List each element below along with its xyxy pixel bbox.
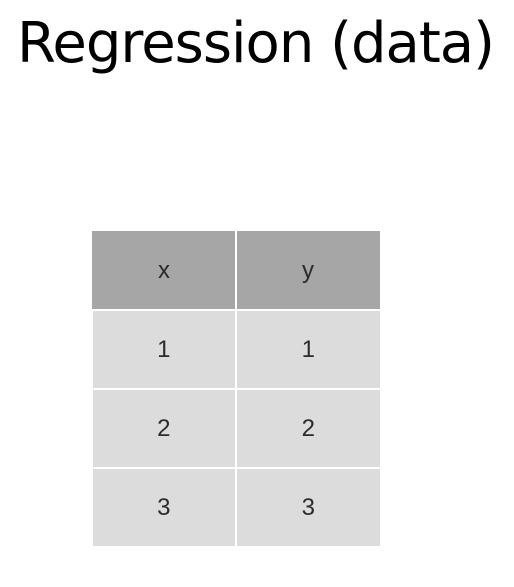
table-row: 2 2 bbox=[92, 388, 380, 468]
table-cell-x: 3 bbox=[92, 467, 237, 546]
slide-title: Regression (data) bbox=[17, 11, 495, 76]
table-row: 1 1 bbox=[92, 309, 380, 389]
table-row: 3 3 bbox=[92, 467, 380, 546]
table-header: x y bbox=[92, 231, 380, 311]
table-cell-x: 2 bbox=[92, 388, 237, 468]
table-cell-y: 2 bbox=[236, 388, 380, 468]
table-cell-y: 3 bbox=[236, 467, 380, 546]
table-cell-y: 1 bbox=[236, 309, 380, 389]
table-body: 1 1 2 2 3 3 bbox=[92, 309, 380, 546]
table-cell-x: 1 bbox=[92, 309, 237, 389]
column-header-x: x bbox=[92, 231, 237, 311]
header-row: x y bbox=[92, 231, 380, 311]
data-table: x y 1 1 2 2 3 3 bbox=[92, 231, 380, 546]
column-header-y: y bbox=[235, 231, 380, 311]
